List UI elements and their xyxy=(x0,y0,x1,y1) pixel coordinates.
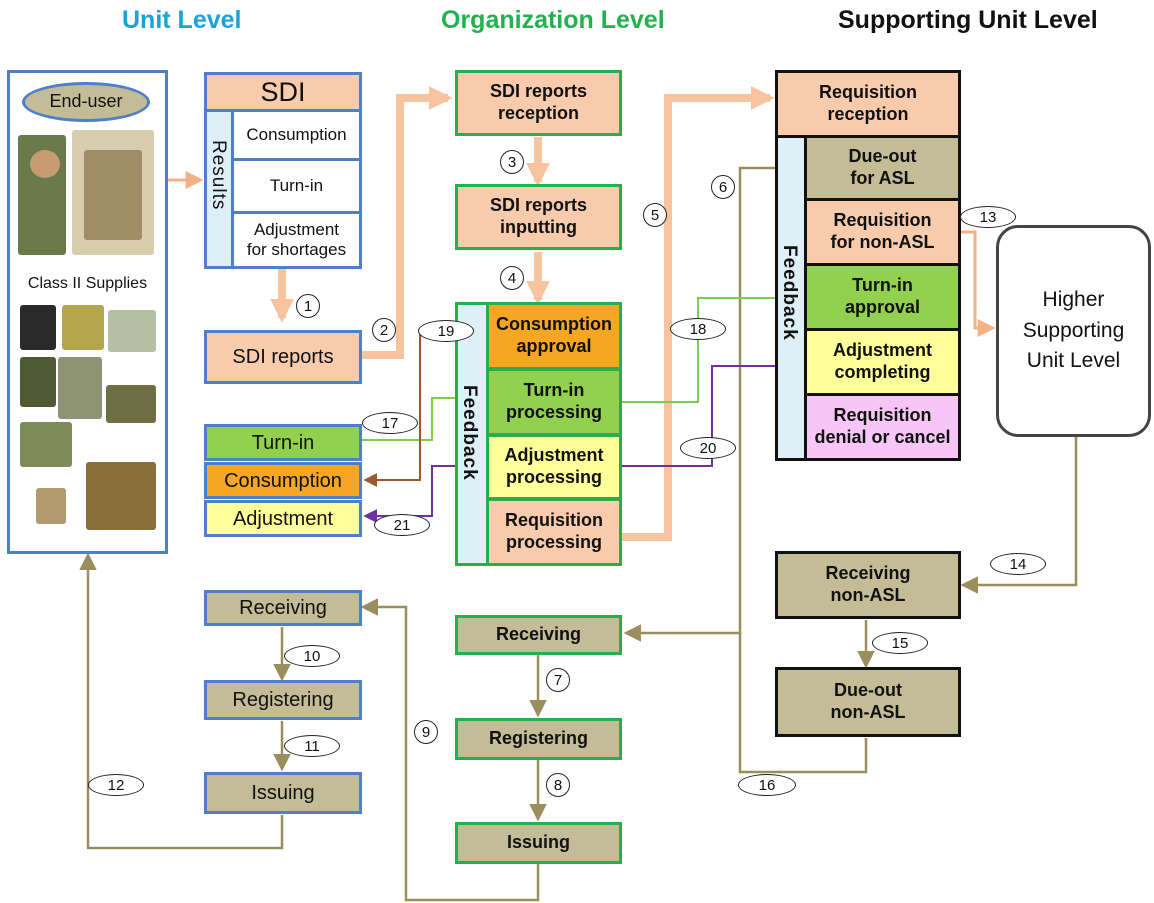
org-issuing: Issuing xyxy=(455,822,622,864)
results-label: Results xyxy=(208,140,229,211)
unit-issuing: Issuing xyxy=(204,772,362,814)
pack-pic xyxy=(108,310,156,352)
vest-pic xyxy=(58,357,102,419)
step-badge-1: 1 xyxy=(296,294,320,318)
higher-supporting-unit: Higher Supporting Unit Level xyxy=(996,225,1151,437)
soldier-face-1 xyxy=(30,150,60,178)
header-unit-level: Unit Level xyxy=(122,6,242,34)
sup-feedback-label: Feedback xyxy=(779,245,800,341)
step-badge-17: 17 xyxy=(362,412,418,434)
boots-pic xyxy=(20,305,56,350)
step-badge-10: 10 xyxy=(284,645,340,667)
sup-requisition-reception: Requisition reception xyxy=(775,70,961,138)
org-feedback-label: Feedback xyxy=(459,385,480,481)
end-user-label: End-user xyxy=(22,82,150,122)
sup-receiving-non-asl: Receiving non-ASL xyxy=(775,551,961,619)
org-sdi-reports-inputting: SDI reports inputting xyxy=(455,184,622,250)
org-sdi-reports-reception: SDI reports reception xyxy=(455,70,622,136)
step-badge-13: 13 xyxy=(960,206,1016,228)
step-badge-3: 3 xyxy=(500,150,524,174)
step-badge-12: 12 xyxy=(88,774,144,796)
unit-feedback-turn-in: Turn-in xyxy=(204,424,362,461)
arrow-18-turnin-approval xyxy=(622,291,803,403)
org-registering: Registering xyxy=(455,718,622,760)
unit-feedback-consumption: Consumption xyxy=(204,462,362,499)
camo-pic xyxy=(20,422,72,467)
blanket-pic xyxy=(62,305,104,350)
arrow-12-issuing-to-enduser xyxy=(79,552,284,850)
sdi-reports-box: SDI reports xyxy=(204,330,362,384)
step-badge-16: 16 xyxy=(738,774,796,796)
tent-pic xyxy=(86,462,156,530)
class-ii-supplies-label: Class II Supplies xyxy=(27,275,148,293)
sup-adjustment-completing: Adjustment completing xyxy=(804,328,961,396)
results-turn-in: Turn-in xyxy=(231,158,362,214)
results-consumption: Consumption xyxy=(231,109,362,161)
arrow-16-dueout-to-org-receiving xyxy=(738,633,868,774)
sup-requisition-non-asl: Requisition for non-ASL xyxy=(804,198,961,266)
step-badge-6: 6 xyxy=(711,175,735,199)
sup-turn-in-approval: Turn-in approval xyxy=(804,263,961,331)
belt-pic xyxy=(36,488,66,524)
header-organization-level: Organization Level xyxy=(441,6,665,34)
arrow-13-to-higher-level xyxy=(960,230,996,337)
arrow-5-requisition-to-reception xyxy=(622,86,775,541)
org-turn-in-processing: Turn-in processing xyxy=(486,368,622,436)
arrow-6-dueout-to-org-receiving xyxy=(623,166,777,642)
org-requisition-processing: Requisition processing xyxy=(486,498,622,566)
step-badge-9: 9 xyxy=(414,720,438,744)
sup-due-out-asl: Due-out for ASL xyxy=(804,135,961,201)
unit-receiving: Receiving xyxy=(204,590,362,626)
sup-due-out-non-asl: Due-out non-ASL xyxy=(775,667,961,737)
arrow-20-adjustment-completing xyxy=(622,359,803,467)
unit-feedback-adjustment: Adjustment xyxy=(204,500,362,537)
org-receiving: Receiving xyxy=(455,615,622,655)
org-consumption-approval: Consumption approval xyxy=(486,302,622,370)
header-supporting-unit-level: Supporting Unit Level xyxy=(838,6,1098,34)
sup-requisition-denial: Requisition denial or cancel xyxy=(804,393,961,461)
step-badge-5: 5 xyxy=(643,203,667,227)
results-adjustment: Adjustment for shortages xyxy=(231,211,362,269)
step-badge-18: 18 xyxy=(670,318,726,340)
sdi-title: SDI xyxy=(204,72,362,112)
unit-registering: Registering xyxy=(204,680,362,720)
soldier-figure-3 xyxy=(84,150,142,240)
step-badge-2: 2 xyxy=(372,318,396,342)
step-badge-14: 14 xyxy=(990,553,1046,575)
step-badge-7: 7 xyxy=(546,668,570,692)
step-badge-21: 21 xyxy=(374,514,430,536)
step-badge-8: 8 xyxy=(546,773,570,797)
sup-feedback-sidebar xyxy=(775,135,807,461)
pouches-pic xyxy=(106,385,156,423)
step-badge-11: 11 xyxy=(284,735,340,757)
arrow-2-reports-to-reception xyxy=(362,86,453,359)
org-adjustment-processing: Adjustment processing xyxy=(486,434,622,500)
step-badge-15: 15 xyxy=(872,632,928,654)
step-badge-20: 20 xyxy=(680,437,736,459)
step-badge-4: 4 xyxy=(500,266,524,290)
arrow-9-issuing-to-unit-receiving xyxy=(360,598,540,902)
canteen-pic xyxy=(20,357,56,407)
arrow-14-higher-to-receiving-nonasl xyxy=(960,437,1078,594)
step-badge-19: 19 xyxy=(418,320,474,342)
